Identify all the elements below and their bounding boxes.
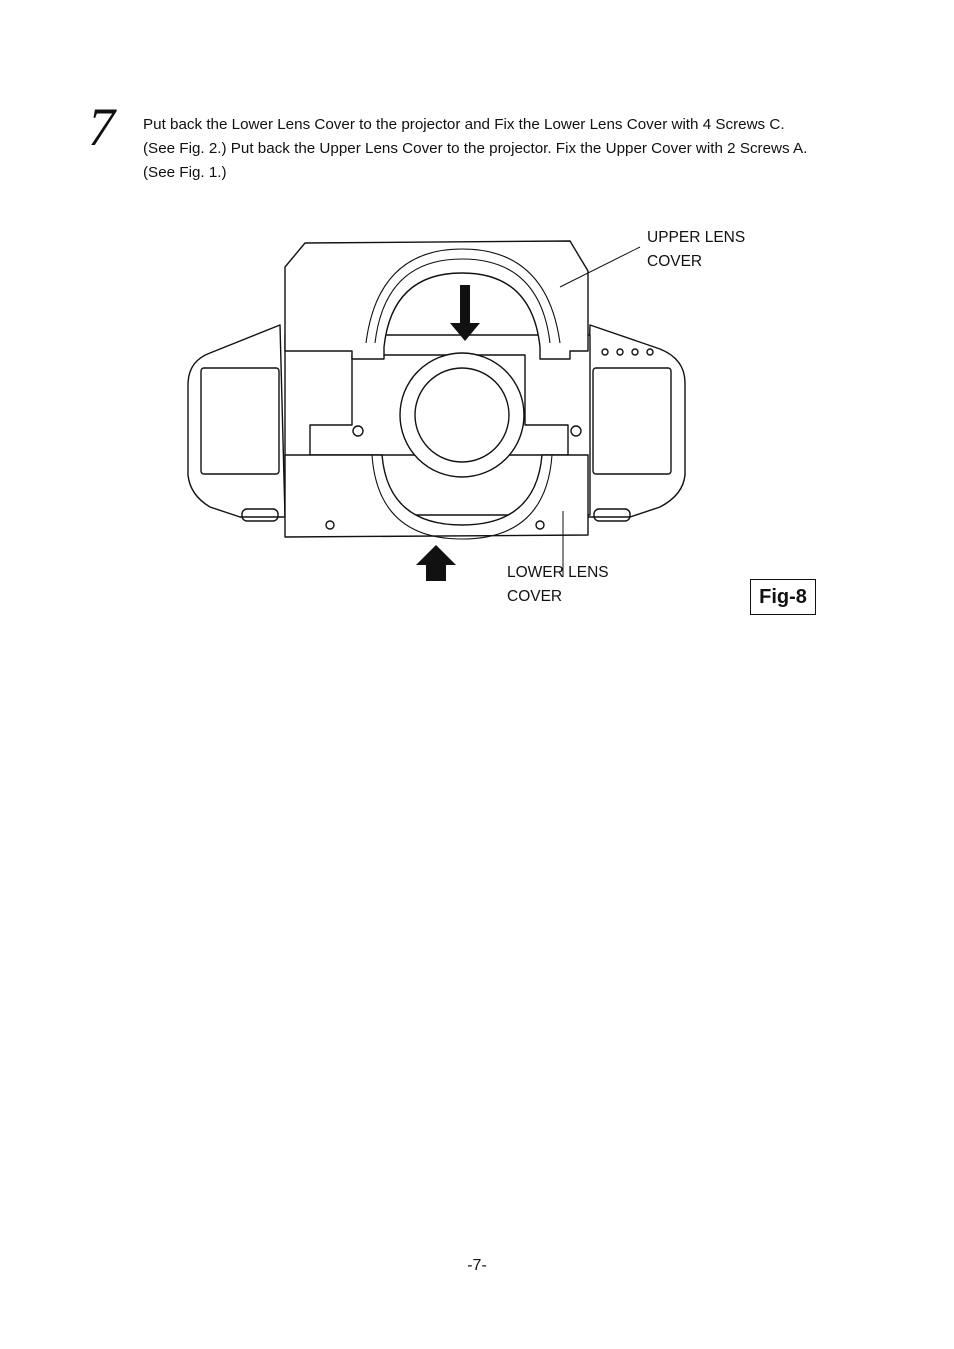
right-side-panel — [592, 367, 672, 475]
upper-lens-cover — [284, 240, 589, 360]
page-number: -7- — [467, 1257, 487, 1274]
lower-lens-cover — [284, 454, 589, 538]
label-line: UPPER LENS — [647, 229, 746, 246]
label-line: COVER — [647, 253, 703, 270]
arrow-up-icon — [416, 545, 456, 581]
screw — [570, 425, 582, 437]
instruction-text: Put back the Lower Lens Cover to the pro… — [143, 113, 848, 185]
instruction-line: (See Fig. 2.) Put back the Upper Lens Co… — [143, 140, 808, 157]
screw — [325, 520, 335, 530]
lens-outer — [399, 352, 525, 478]
instruction-line: (See Fig. 1.) — [143, 164, 227, 181]
left-side-panel — [200, 367, 280, 475]
lens-inner — [414, 367, 510, 463]
label-line: COVER — [507, 588, 563, 605]
upper-leader-line — [559, 246, 641, 288]
instruction-line: Put back the Lower Lens Cover to the pro… — [143, 116, 785, 133]
step-number: 7 — [88, 97, 115, 157]
screw — [352, 425, 364, 437]
screw — [535, 520, 545, 530]
projector-illustration — [187, 240, 686, 581]
lower-lens-cover-label: LOWER LENS COVER — [507, 561, 609, 609]
figure-tag: Fig-8 — [750, 579, 816, 615]
upper-lens-cover-label: UPPER LENS COVER — [647, 226, 745, 274]
label-line: LOWER LENS — [507, 564, 609, 581]
arrow-down-icon — [450, 285, 480, 341]
